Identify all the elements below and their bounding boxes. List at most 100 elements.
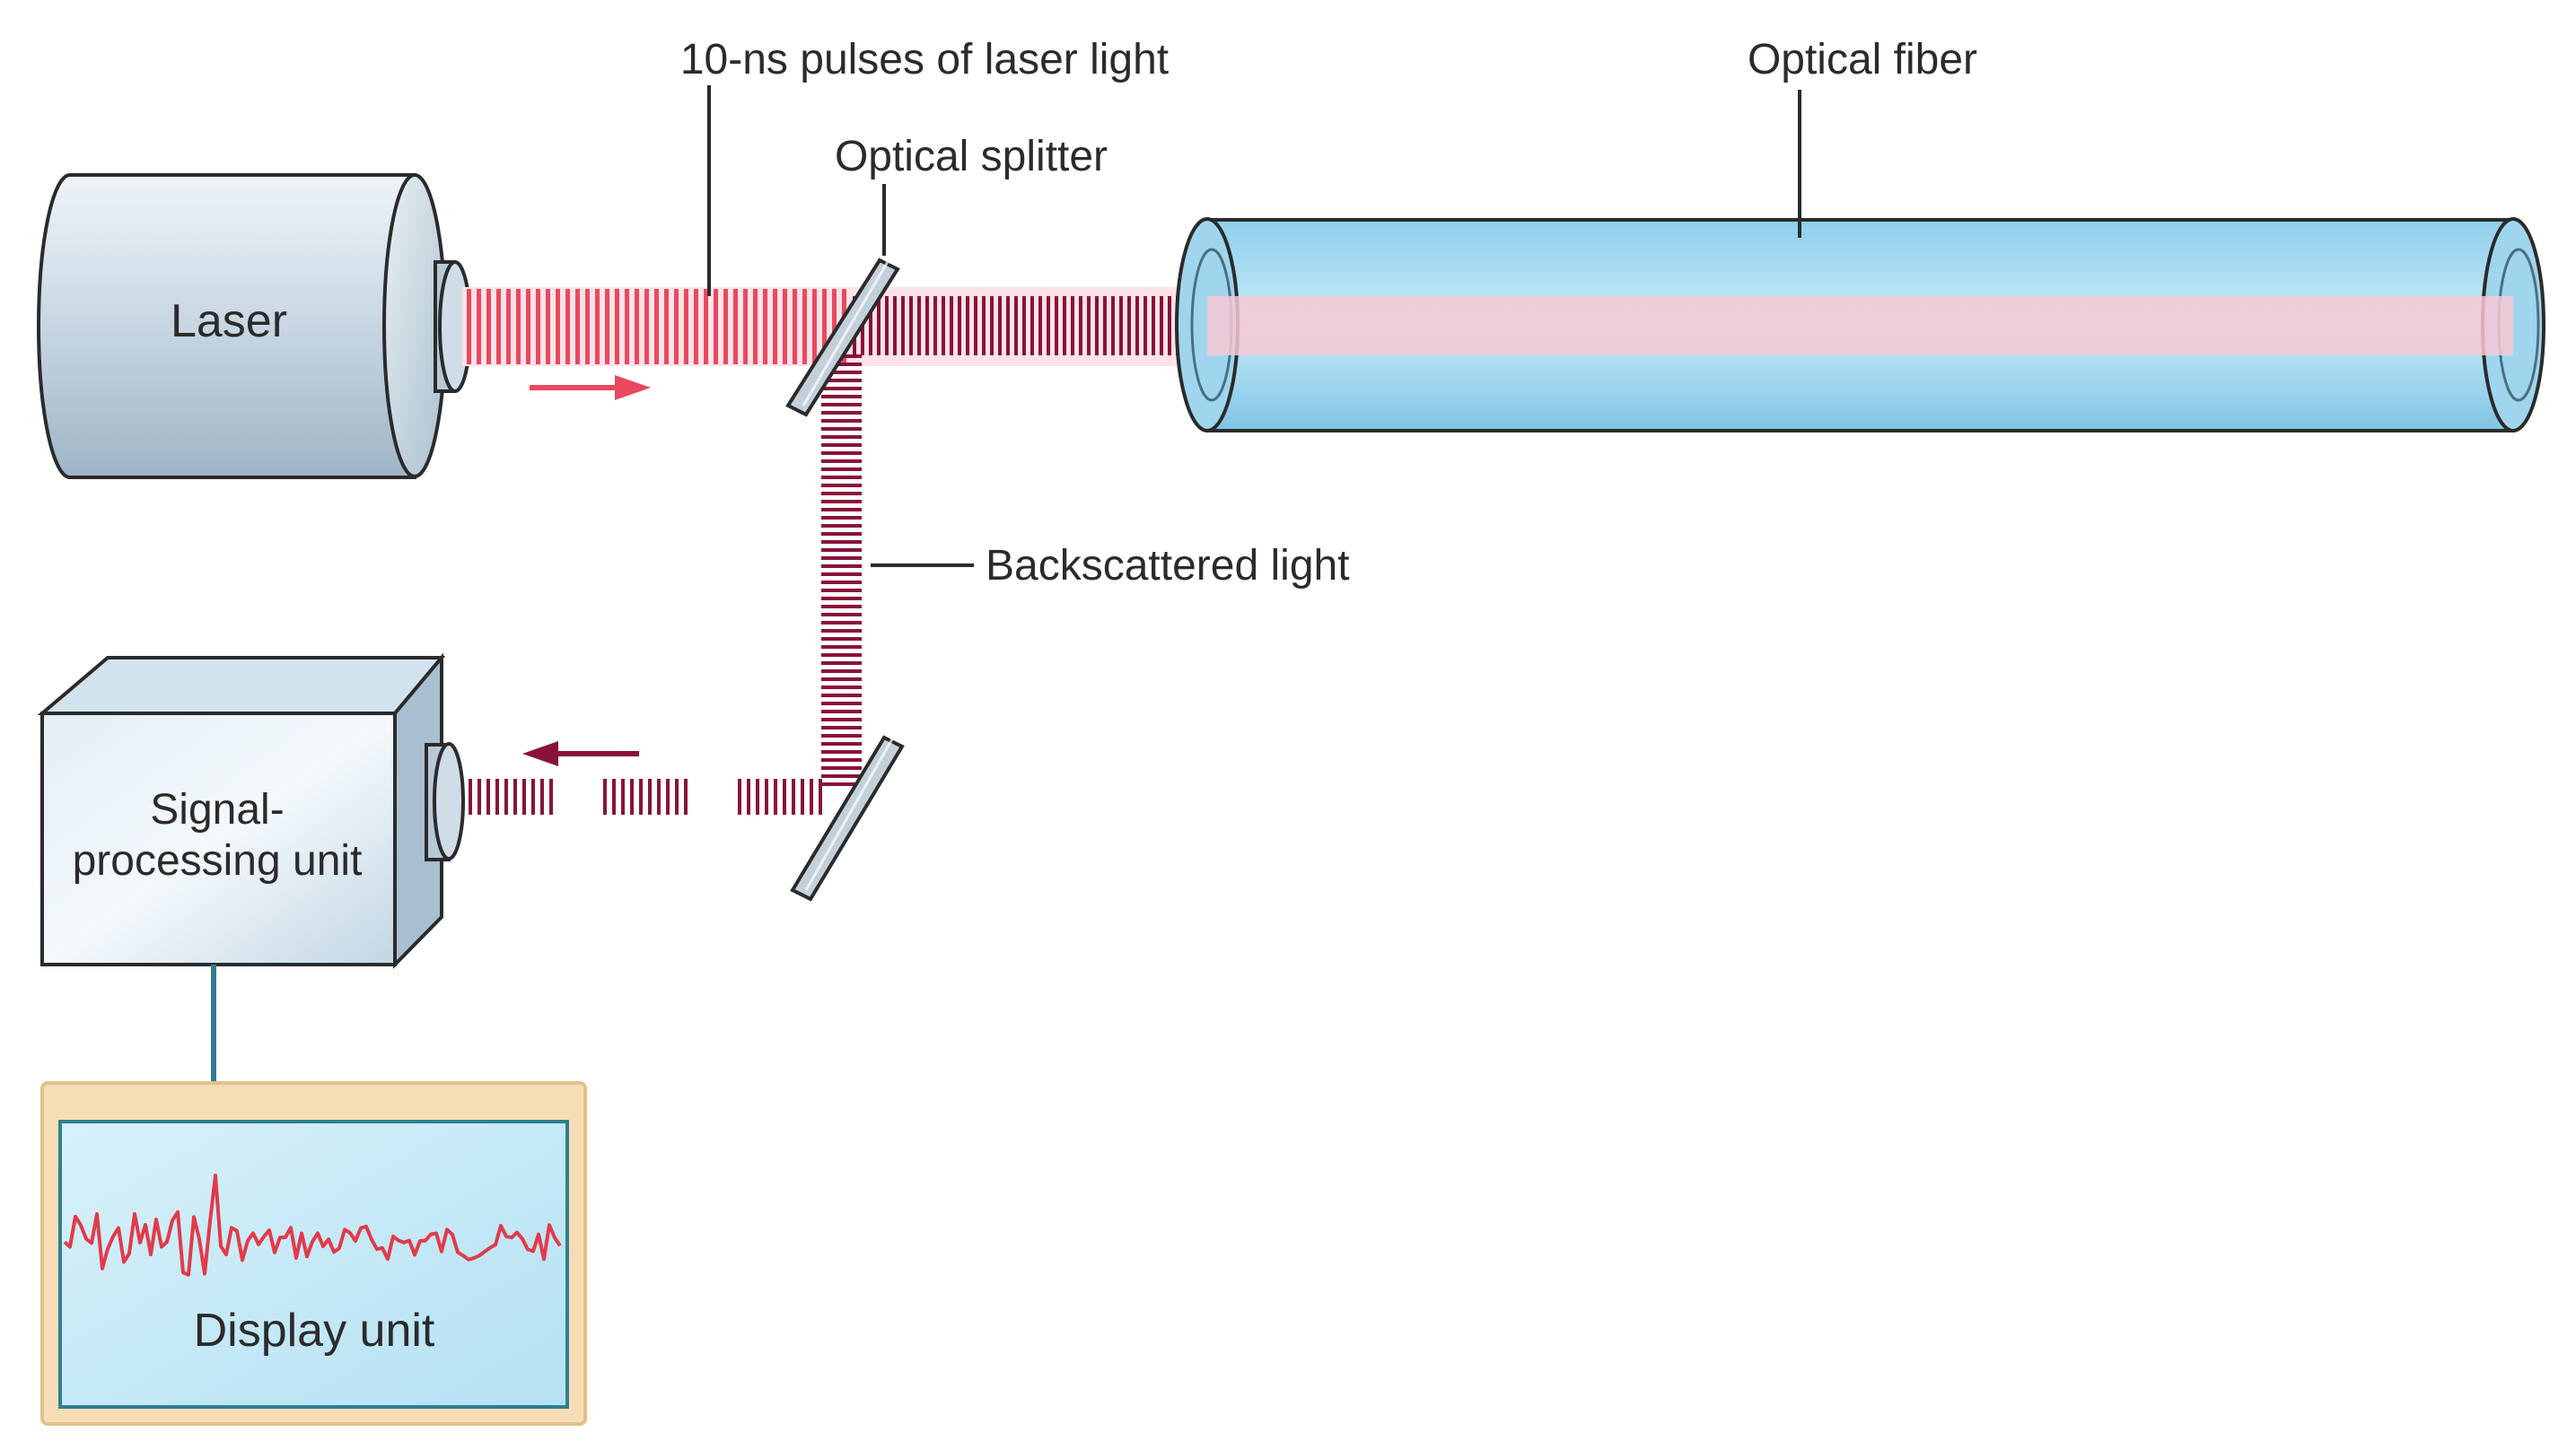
splitter-label: Optical splitter [835,133,1108,180]
return-arrow [522,741,639,766]
backscatter-stripe [821,476,862,479]
pulse-stripe [909,296,913,355]
pulse-stripe [1111,296,1115,355]
pulse-stripe [654,289,659,364]
optical-fiber [1175,217,2545,432]
pulse-stripe [1160,296,1163,355]
pulse-stripe [704,289,708,364]
backscatter-stripe [821,581,862,584]
pulse-stripe [950,296,953,355]
backscatter-stripe [821,435,862,439]
signal-label-line1: Signal- [150,786,284,834]
backscatter-stripe [821,742,862,746]
pulse-stripe [526,289,530,364]
pulse-stripe [877,296,881,355]
backscatter-stripe [540,779,544,815]
pulse-stripe [990,296,994,355]
pulse-stripe [783,289,787,364]
pulse-stripe [1168,296,1171,355]
pulse-stripe [1038,296,1042,355]
backscatter-stripe [821,774,862,778]
backscatter-stripe [821,694,862,697]
pulse-stripe [516,289,521,364]
pulse-stripe [1047,296,1050,355]
pulse-stripe [1055,296,1058,355]
pulse-stripe [1127,296,1131,355]
backscatter-stripe [783,779,786,815]
pulse-stripe [1103,296,1107,355]
backscatter-stripe [821,556,862,560]
backscatter-stripe [821,572,862,576]
backscatter-stripe [821,379,862,382]
backscatter-stripe [821,508,862,511]
backscatter-stripe [821,782,862,786]
backscatter-stripe [657,779,661,815]
pulse-stripe [1030,296,1034,355]
display-unit: Display unit [40,1081,587,1426]
backscatter-stripe [821,451,862,455]
pulse-stripe [1006,296,1010,355]
pulse-stripe [885,296,889,355]
backscatter-stripe [648,779,652,815]
pulse-stripe [565,289,570,364]
backscatter-stripe [821,427,862,431]
pulse-stripe [1095,296,1099,355]
backscatter-pulses-horizontal [469,779,822,815]
laser-body [37,173,416,479]
pulse-stripe [1119,296,1123,355]
pulse-stripe [893,296,897,355]
display-label: Display unit [194,1305,435,1357]
pulse-stripe [585,289,590,364]
backscatter-stripe [821,362,862,366]
backscatter-stripe [531,779,535,815]
backscatter-stripe [821,718,862,721]
pulse-stripe [694,289,698,364]
backscatter-stripe [821,532,862,536]
backscatter-stripe [821,726,862,729]
backscatter-stripe [774,779,777,815]
pulse-stripe [812,289,817,364]
backscatter-stripe [821,589,862,592]
backscatter-stripe [621,779,625,815]
backscatter-stripe [486,779,490,815]
pulse-stripe [723,289,728,364]
pulse-stripe [546,289,550,364]
pulse-stripe [942,296,945,355]
backscatter-stripe [549,779,553,815]
backscatter-stripe [478,779,481,815]
pulse-stripe [933,296,937,355]
backscatter-stripe [792,779,795,815]
backscatter-stripe [821,516,862,520]
backscatter-stripe [821,766,862,770]
mirror-bottom [790,735,905,902]
pulse-stripe [536,289,540,364]
pulse-stripe [1014,296,1018,355]
pulse-stripe [966,296,969,355]
backscatter-pulses-vertical [821,354,862,786]
pulse-stripe [869,296,872,355]
pulse-stripe [733,289,738,364]
pulses-label: 10-ns pulses of laser light [680,36,1169,83]
pulse-stripe [982,296,986,355]
backscatter-stripe [821,653,862,657]
fiber-core [1207,296,2513,355]
backscatter-stripe [821,467,862,471]
pulse-stripe [674,289,679,364]
signal-trace [63,1174,562,1277]
pulse-stripe [1079,296,1082,355]
backscatter-stripe [821,686,862,689]
pulse-stripe [714,289,718,364]
pulse-stripe [1135,296,1139,355]
backscatter-stripe [821,371,862,374]
pulse-stripe [773,289,777,364]
pulse-stripe [506,289,511,364]
pulse-stripe [925,296,929,355]
pulse-stripe [625,289,629,364]
backscatter-stripe [821,621,862,625]
callout-pulses: 10-ns pulses of laser light [680,36,1169,296]
pulse-stripe [998,296,1002,355]
pulse-stripe [763,289,767,364]
outgoing-arrow [530,375,651,400]
fiber-label: Optical fiber [1748,36,1977,83]
backscatter-stripe [504,779,508,815]
